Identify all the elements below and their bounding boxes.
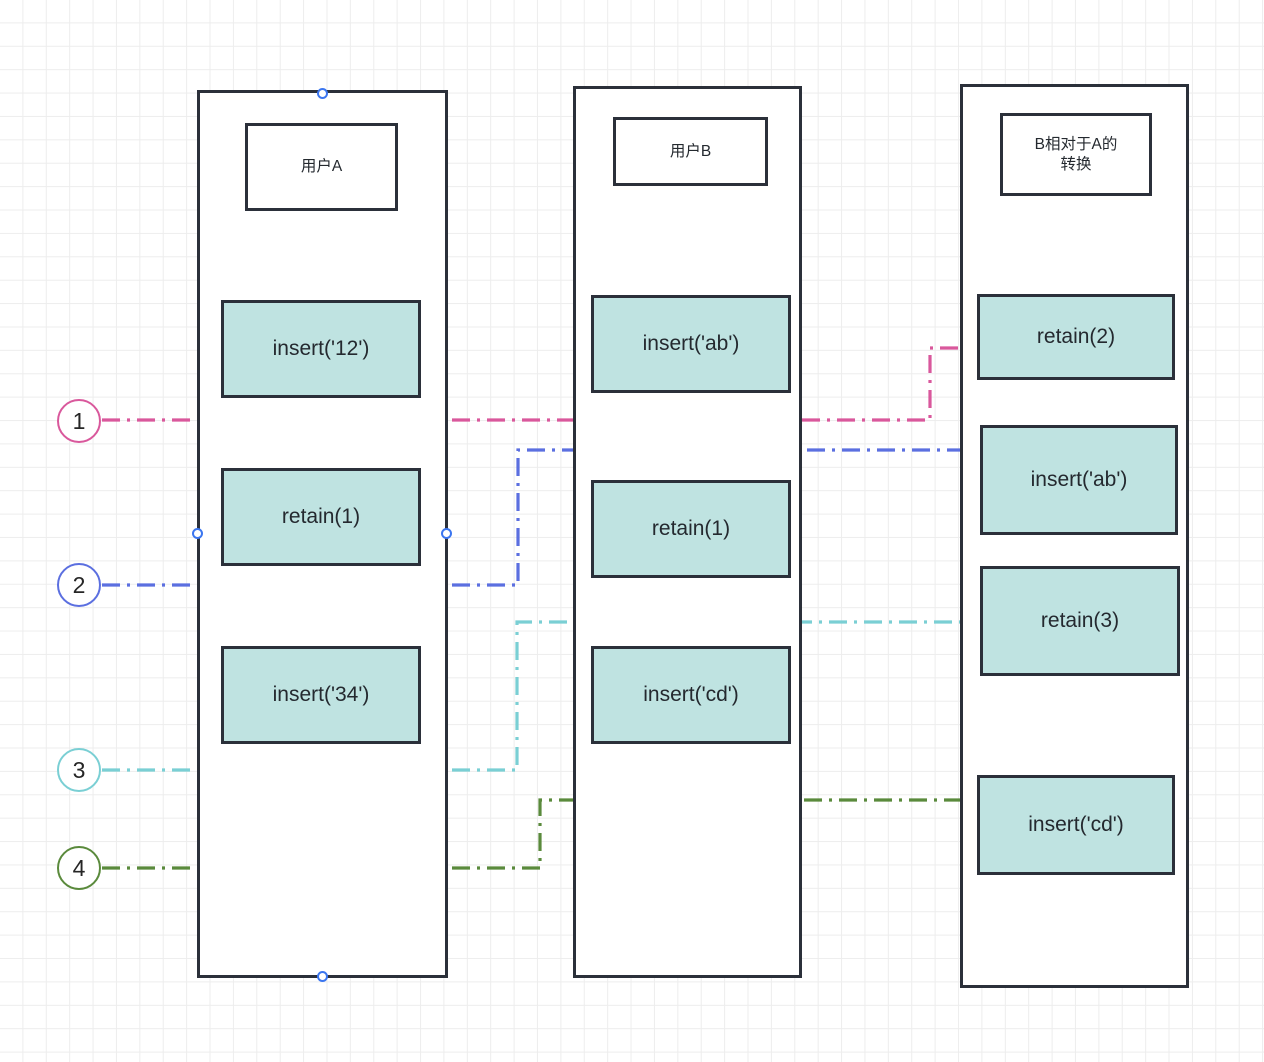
selection-handle-left[interactable] [192, 528, 203, 539]
op-label: insert('cd') [643, 683, 739, 706]
op-box-c-3[interactable]: retain(3) [980, 566, 1180, 676]
connector-badge-4[interactable]: 4 [57, 846, 101, 890]
op-label: retain(1) [651, 517, 731, 540]
op-box-a-1[interactable]: insert('12') [221, 300, 421, 398]
op-label: retain(1) [281, 505, 361, 528]
connector-badge-1[interactable]: 1 [57, 399, 101, 443]
op-box-c-1[interactable]: retain(2) [977, 294, 1175, 380]
op-label: insert('ab') [642, 332, 740, 355]
badge-label: 2 [72, 571, 86, 598]
connector-1-path[interactable] [102, 346, 978, 422]
column-title-user-a[interactable]: 用户A [245, 123, 398, 211]
badge-label: 3 [72, 756, 86, 783]
column-title-label: 用户A [300, 158, 343, 176]
op-box-b-1[interactable]: insert('ab') [591, 295, 791, 393]
op-box-a-2[interactable]: retain(1) [221, 468, 421, 566]
selection-handle-bottom[interactable] [317, 971, 328, 982]
column-title-label: B相对于A的转换 [1034, 136, 1118, 173]
op-label: insert('12') [272, 337, 370, 360]
connector-badge-2[interactable]: 2 [57, 563, 101, 607]
column-title-label: 用户B [669, 142, 712, 160]
op-label: insert('cd') [1028, 813, 1124, 836]
op-label: retain(3) [1040, 609, 1120, 632]
connector-badge-3[interactable]: 3 [57, 748, 101, 792]
column-title-user-b[interactable]: 用户B [613, 117, 768, 186]
selection-handle-right[interactable] [441, 528, 452, 539]
op-box-c-2[interactable]: insert('ab') [980, 425, 1178, 535]
badge-label: 4 [72, 854, 86, 881]
column-title-transform[interactable]: B相对于A的转换 [1000, 113, 1152, 196]
op-label: insert('34') [272, 683, 370, 706]
op-box-c-4[interactable]: insert('cd') [977, 775, 1175, 875]
badge-label: 1 [72, 407, 86, 434]
op-box-a-3[interactable]: insert('34') [221, 646, 421, 744]
op-label: insert('ab') [1030, 468, 1128, 491]
selection-handle-top[interactable] [317, 88, 328, 99]
op-label: retain(2) [1036, 325, 1116, 348]
op-box-b-2[interactable]: retain(1) [591, 480, 791, 578]
op-box-b-3[interactable]: insert('cd') [591, 646, 791, 744]
